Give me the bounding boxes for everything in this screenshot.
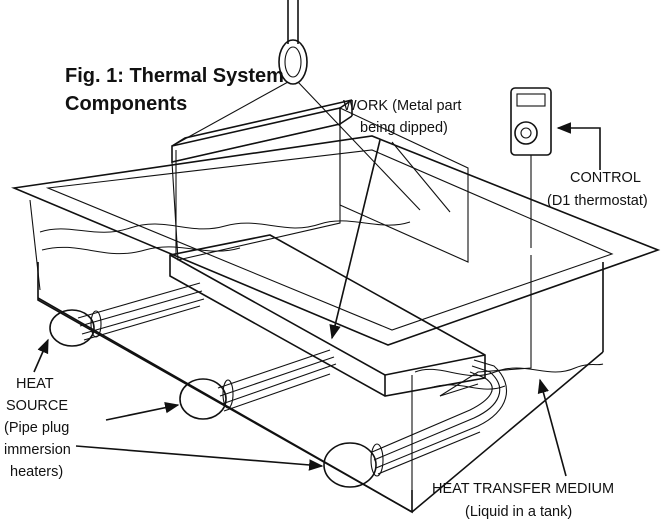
immersion-heater-2 xyxy=(179,349,337,420)
figure-title-line2: Components xyxy=(65,93,187,115)
heat-source-label-line3: (Pipe plug xyxy=(4,420,69,436)
medium-label: HEAT TRANSFER MEDIUM (Liquid in a tank) xyxy=(432,481,614,520)
control-label-line2: (D1 thermostat) xyxy=(547,193,648,209)
control-label-line1: CONTROL xyxy=(570,170,641,186)
heat-source-label: HEAT SOURCE (Pipe plug immersion heaters… xyxy=(4,376,71,480)
heat-source-arrow-2 xyxy=(105,402,180,421)
liquid-surface-back xyxy=(39,220,411,233)
immersion-heater-icon xyxy=(323,442,377,488)
immersion-heater-icon xyxy=(49,309,95,347)
hoist-hook-icon xyxy=(173,0,421,211)
medium-label-line2: (Liquid in a tank) xyxy=(465,504,572,520)
work-leader-line xyxy=(391,141,451,213)
tank-bottom-right-edge xyxy=(411,351,604,513)
tank-rim xyxy=(11,135,661,346)
liquid-surface-front xyxy=(414,363,604,377)
heat-source-label-line4: immersion xyxy=(4,442,71,458)
control-label: CONTROL (D1 thermostat) xyxy=(547,170,648,209)
work-label-line1: WORK (Metal part xyxy=(343,98,461,114)
heat-source-arrow-3 xyxy=(75,445,324,471)
work-label: WORK (Metal part being dipped) xyxy=(343,98,461,136)
immersion-heater-icon xyxy=(179,378,227,420)
work-arrow xyxy=(329,139,381,340)
leader-arrows xyxy=(33,122,601,477)
tank-front-left-wall xyxy=(37,262,413,514)
work-part xyxy=(169,99,486,397)
heat-source-label-line5: heaters) xyxy=(10,464,63,480)
heat-source-arrow-1 xyxy=(33,338,49,373)
control-arrow xyxy=(556,122,601,170)
thermostat-icon xyxy=(439,87,552,397)
medium-label-line1: HEAT TRANSFER MEDIUM xyxy=(432,481,614,497)
tank-rim-inner xyxy=(45,149,614,331)
liquid-surface-left xyxy=(41,246,241,255)
work-label-line2: being dipped) xyxy=(360,120,448,136)
medium-arrow xyxy=(537,378,567,477)
heat-source-label-line1: HEAT xyxy=(16,376,54,392)
figure-title: Fig. 1: Thermal System Components xyxy=(65,65,284,115)
tank-rim-outer xyxy=(11,135,661,346)
immersion-heater-3 xyxy=(323,359,508,488)
immersion-heater-1 xyxy=(49,282,205,347)
figure-title-line1: Fig. 1: Thermal System xyxy=(65,65,284,87)
heat-source-label-line2: SOURCE xyxy=(6,398,68,414)
